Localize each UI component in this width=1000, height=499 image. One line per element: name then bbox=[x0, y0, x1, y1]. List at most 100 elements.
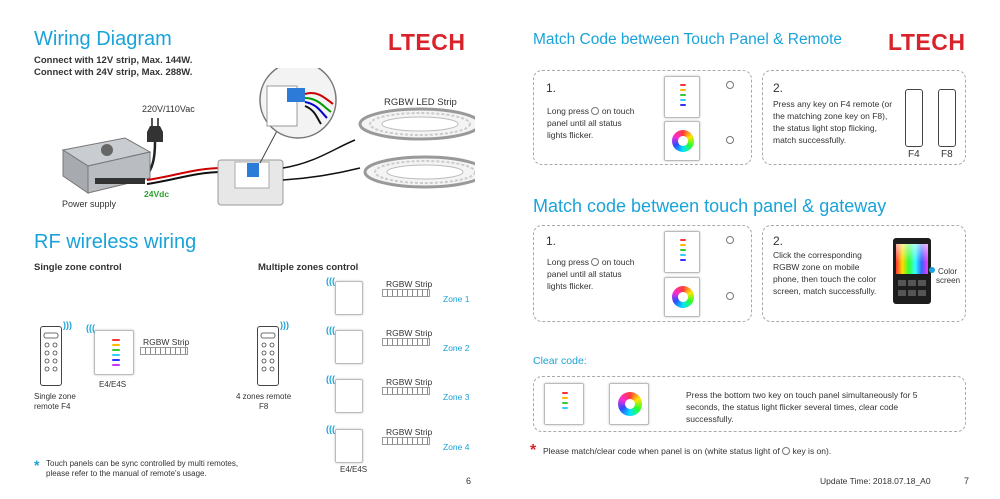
gateway-step-1-box: 1. Long press on touch panel until all s… bbox=[533, 225, 752, 322]
wireless-signal-icon: ((( bbox=[326, 325, 335, 335]
wireless-signal-icon: ((( bbox=[326, 374, 335, 384]
step-text-line-1: Long press on touch bbox=[547, 106, 635, 116]
gateway-match-title: Match code between touch panel & gateway bbox=[533, 196, 887, 216]
multi-panel-label: E4/E4S bbox=[340, 465, 368, 474]
sync-footnote-2: please refer to the manual of remote's u… bbox=[46, 469, 207, 478]
touch-panel-icon bbox=[94, 330, 134, 375]
power-icon bbox=[591, 258, 600, 266]
zone-label: Zone 1 bbox=[443, 294, 470, 304]
rf-wiring-title: RF wireless wiring bbox=[34, 231, 197, 253]
touch-panel-color-icon bbox=[664, 121, 700, 161]
ltech-logo-left: LTECH bbox=[388, 29, 466, 55]
single-panel-label: E4/E4S bbox=[99, 380, 127, 389]
touch-panel-color-icon bbox=[609, 383, 649, 425]
multi-zone-heading: Multiple zones control bbox=[258, 262, 359, 273]
wireless-signal-icon: ((( bbox=[86, 323, 95, 333]
touch-panel-icon bbox=[664, 231, 700, 273]
wireless-signal-icon: ((( bbox=[326, 276, 335, 286]
controller-panel-icon bbox=[217, 159, 284, 206]
led-strip-icon bbox=[140, 347, 188, 355]
zone-row-2: ((( RGBW Strip Zone 2 bbox=[326, 325, 476, 369]
clear-code-text: Press the bottom two key on touch panel … bbox=[686, 390, 918, 424]
clear-code-box: Press the bottom two key on touch panel … bbox=[533, 376, 966, 432]
wiring-diagram-illustration bbox=[61, 68, 475, 206]
pointer-dot-icon bbox=[929, 267, 935, 273]
zone-label: Zone 2 bbox=[443, 343, 470, 353]
update-time: Update Time: 2018.07.18_A0 bbox=[820, 476, 931, 486]
f4-label: F4 bbox=[908, 149, 920, 160]
touch-panel-icon bbox=[335, 379, 363, 413]
wireless-signal-icon: ))) bbox=[63, 320, 72, 330]
multi-remote-label-1: 4 zones remote bbox=[236, 392, 292, 401]
step-text-line-2: panel until all status bbox=[547, 269, 622, 279]
asterisk-blue-icon: * bbox=[34, 457, 40, 473]
step-number: 1. bbox=[546, 234, 557, 248]
gateway-step-2-box: 2. Click the corresponding RGBW zone on … bbox=[762, 225, 966, 322]
clear-code-title: Clear code: bbox=[533, 355, 587, 367]
step-number: 2. bbox=[773, 81, 784, 95]
power-icon bbox=[726, 81, 734, 89]
touch-panel-icon bbox=[335, 330, 363, 364]
sync-footnote-1: Touch panels can be sync controlled by m… bbox=[46, 459, 239, 468]
ltech-logo-right: LTECH bbox=[888, 29, 966, 55]
f8-label: F8 bbox=[941, 149, 953, 160]
page-number-right: 7 bbox=[964, 476, 970, 486]
gateway-step-2-text: Click the corresponding RGBW zone on mob… bbox=[773, 250, 877, 296]
mobile-phone-icon bbox=[893, 238, 931, 304]
remote-f4-icon bbox=[905, 89, 923, 147]
step-text-line-2: panel until all status bbox=[547, 118, 622, 128]
power-icon bbox=[591, 107, 600, 115]
zone-strip-label: RGBW Strip bbox=[386, 279, 433, 289]
remote-match-title: Match Code between Touch Panel & Remote bbox=[533, 31, 843, 48]
wiring-note-24v: Connect with 24V strip, Max. 288W. bbox=[34, 67, 193, 78]
color-screen-label-2: screen bbox=[936, 276, 961, 285]
zone-label: Zone 3 bbox=[443, 392, 470, 402]
zone-row-1: ((( RGBW Strip Zone 1 bbox=[326, 276, 476, 320]
step-text-line-3: lights flicker. bbox=[547, 130, 594, 140]
zone-row-4: ((( RGBW Strip Zone 4 bbox=[326, 424, 476, 468]
step-text-line-3: lights flicker. bbox=[547, 281, 594, 291]
asterisk-red-icon: * bbox=[530, 442, 537, 459]
remote-f8-icon bbox=[257, 326, 279, 386]
led-strip-icon bbox=[382, 437, 430, 445]
step-number: 2. bbox=[773, 234, 784, 248]
led-strip-reel-bottom-icon bbox=[363, 155, 475, 189]
led-strip-reel-top-icon bbox=[358, 107, 475, 141]
mains-voltage-label: 220V/110Vac bbox=[142, 104, 195, 114]
color-screen-label-1: Color bbox=[938, 267, 958, 276]
remote-step-1-box: 1. Long press on touch panel until all s… bbox=[533, 70, 752, 165]
remote-f4-icon bbox=[40, 326, 62, 386]
power-icon bbox=[726, 292, 734, 300]
color-wheel-icon bbox=[672, 130, 694, 152]
step-text-line-1: Long press on touch bbox=[547, 257, 635, 267]
wireless-signal-icon: ((( bbox=[326, 424, 335, 434]
led-strip-icon bbox=[382, 289, 430, 297]
match-note: Please match/clear code when panel is on… bbox=[543, 446, 832, 456]
multi-remote-label-2: F8 bbox=[259, 402, 269, 411]
page-number-left: 6 bbox=[466, 476, 472, 486]
zone-row-3: ((( RGBW Strip Zone 3 bbox=[326, 374, 476, 418]
single-zone-heading: Single zone control bbox=[34, 262, 122, 273]
touch-panel-color-icon bbox=[664, 277, 700, 317]
zone-strip-label: RGBW Strip bbox=[386, 377, 433, 387]
power-icon bbox=[726, 236, 734, 244]
led-strip-icon bbox=[382, 338, 430, 346]
power-supply-icon bbox=[61, 137, 152, 194]
color-wheel-icon bbox=[618, 392, 642, 416]
single-strip-label: RGBW Strip bbox=[143, 337, 190, 347]
power-icon bbox=[782, 447, 791, 455]
led-strip-label: RGBW LED Strip bbox=[384, 97, 457, 108]
touch-panel-icon bbox=[664, 76, 700, 118]
wireless-signal-icon: ))) bbox=[280, 320, 289, 330]
color-wheel-icon bbox=[672, 286, 694, 308]
led-strip-icon bbox=[382, 387, 430, 395]
power-supply-label: Power supply bbox=[62, 199, 117, 209]
page-title-wiring: Wiring Diagram bbox=[34, 28, 172, 50]
zone-label: Zone 4 bbox=[443, 442, 470, 452]
step-number: 1. bbox=[546, 81, 557, 95]
dc-voltage-label: 24Vdc bbox=[144, 189, 170, 199]
touch-panel-icon bbox=[544, 383, 584, 425]
remote-f8-icon bbox=[938, 89, 956, 147]
power-icon bbox=[726, 136, 734, 144]
terminal-zoom-icon bbox=[259, 68, 337, 164]
